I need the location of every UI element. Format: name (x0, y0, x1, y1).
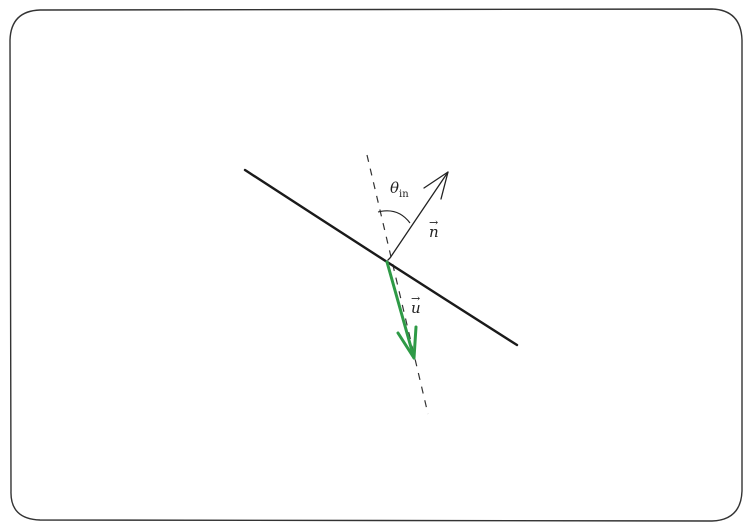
incident-ray-shaft (385, 260, 416, 360)
theta-label: θin (390, 179, 409, 200)
diagram-frame (9, 8, 743, 522)
surface-line (243, 168, 519, 347)
direction-label: u (411, 299, 421, 317)
incident-ray-arrowhead (396, 325, 418, 360)
incident-direction-guide (366, 154, 429, 415)
incident-ray (385, 260, 418, 360)
normal-vector-shaft (387, 171, 449, 261)
direction-label-accent: → (411, 292, 420, 305)
normal-vector (387, 171, 449, 261)
theta-subscript: in (399, 189, 409, 200)
normal-label: n (429, 223, 439, 241)
normal-label-accent: → (429, 216, 438, 229)
incidence-angle-arc (377, 210, 411, 224)
normal-vector-arrowhead (423, 171, 449, 200)
theta-symbol: θ (390, 179, 399, 197)
